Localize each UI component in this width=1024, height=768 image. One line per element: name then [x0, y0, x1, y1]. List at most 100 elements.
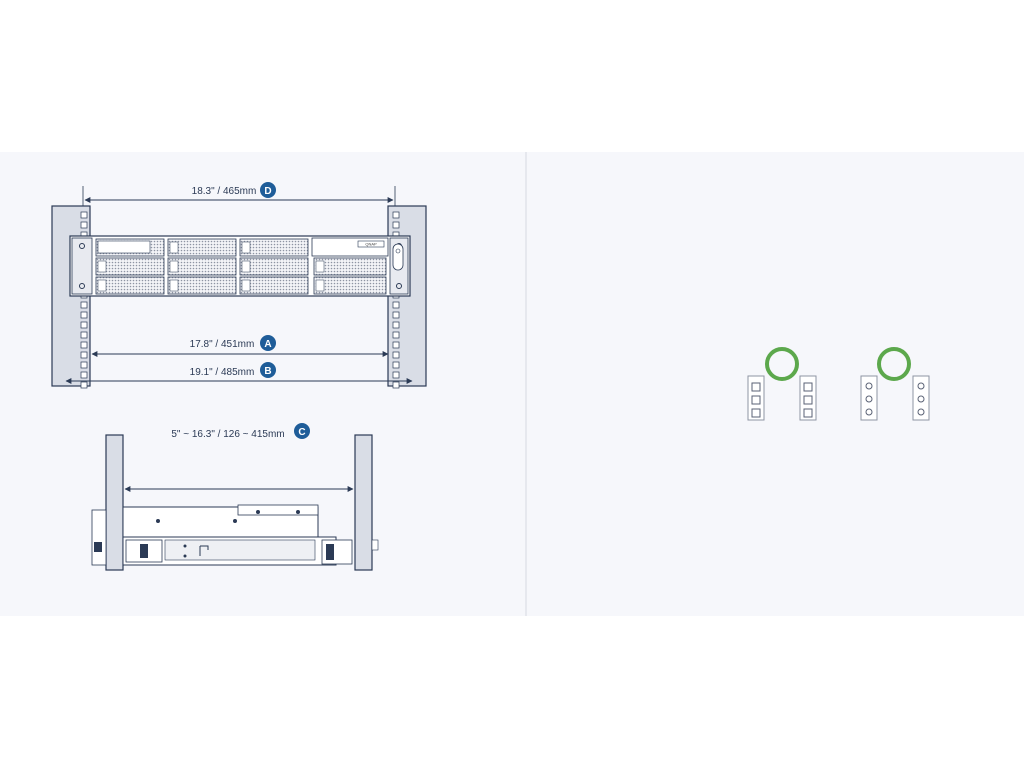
drive-bay [167, 238, 237, 257]
rail-screw [183, 544, 187, 548]
rear-latch [371, 539, 379, 551]
rack-hole [392, 381, 400, 389]
round-hole [917, 408, 925, 416]
panel-divider [525, 152, 527, 616]
compatible-rail-types [747, 347, 930, 421]
ear-screw [79, 283, 85, 289]
round-hole [865, 408, 873, 416]
drive-bay-latch [241, 241, 251, 254]
latch-tab [94, 542, 102, 552]
drive-bay [239, 257, 309, 276]
rail-screw [296, 510, 300, 514]
dim-a-badge [260, 335, 276, 351]
rail-screw [156, 519, 160, 523]
left-rack-ear [71, 237, 93, 295]
rail-screw [233, 519, 237, 523]
rail-slide [164, 539, 316, 561]
rack-hole [80, 371, 88, 379]
rack-hole [80, 361, 88, 369]
dim-d-label: 18.3" / 465mm [192, 186, 257, 197]
rail-bracket [237, 504, 319, 516]
round-hole [917, 395, 925, 403]
square-hole [803, 382, 813, 392]
drive-bay-latch [169, 279, 179, 292]
square-hole [803, 408, 813, 418]
ear-screw [79, 243, 85, 249]
drive-bay [95, 276, 165, 295]
rack-hole [392, 221, 400, 229]
dim-a-label: 17.8" / 451mm [190, 339, 255, 350]
round-hole-rails [860, 347, 930, 421]
rack-hole [392, 351, 400, 359]
dim-c-badge [294, 423, 310, 439]
dim-d-badge-letter: D [264, 186, 271, 197]
round-hole [865, 382, 873, 390]
round-holes [865, 382, 925, 416]
drive-bay-latch [169, 260, 179, 273]
brand-logo-text: QNAP [365, 242, 377, 247]
compatible-check-ring [877, 347, 911, 381]
drive-bay-latch [97, 279, 107, 292]
drive-bay [239, 238, 309, 257]
square-holes [751, 382, 813, 418]
rack-hole [392, 361, 400, 369]
drive-bay [167, 257, 237, 276]
rack-hole [80, 351, 88, 359]
drive-bay [95, 257, 165, 276]
rack-hole [392, 341, 400, 349]
rail-screw [256, 510, 260, 514]
rack-hole [80, 301, 88, 309]
rear-bracket-clip [326, 544, 334, 560]
power-button [392, 243, 404, 271]
drive-bay [313, 257, 387, 276]
rear-rack-post-side [354, 434, 373, 571]
bay-label-area [97, 240, 151, 254]
rack-hole [80, 331, 88, 339]
square-hole [751, 395, 761, 405]
ear-screw [396, 283, 402, 289]
drive-bay [313, 276, 387, 295]
side-view: 5" ~ 16.3" / 126 ~ 415mm C [91, 423, 379, 571]
drive-bay-latch [169, 241, 179, 254]
rack-hole [80, 341, 88, 349]
square-hole-rails [747, 347, 817, 421]
front-latch [91, 509, 107, 566]
dim-c-badge-letter: C [298, 427, 305, 438]
dim-d-badge [260, 182, 276, 198]
drive-bay-latch [315, 279, 325, 292]
front-view: QNAP 18.3" / 465mm D 17.8" / 451mm A 19.… [51, 182, 427, 389]
rack-hole [392, 371, 400, 379]
bracket-clip [140, 544, 148, 558]
brand-logo [357, 240, 385, 248]
drive-bay-latch [315, 260, 325, 273]
front-rack-post-side [105, 434, 124, 571]
nas-chassis: QNAP [69, 235, 411, 297]
rail-screw [183, 554, 187, 558]
square-hole [803, 395, 813, 405]
dim-c-label: 5" ~ 16.3" / 126 ~ 415mm [171, 429, 284, 440]
compatible-check-ring [765, 347, 799, 381]
rail-mark [199, 545, 209, 556]
drive-bay-latch [97, 260, 107, 273]
rack-hole [392, 211, 400, 219]
dim-a-badge-letter: A [264, 339, 271, 350]
rack-hole [80, 211, 88, 219]
round-hole [865, 395, 873, 403]
square-hole [751, 382, 761, 392]
dim-b-badge [260, 362, 276, 378]
drive-bay-latch [241, 279, 251, 292]
rack-hole [392, 331, 400, 339]
rack-hole [80, 311, 88, 319]
square-hole [751, 408, 761, 418]
rack-hole [80, 381, 88, 389]
drive-bay [167, 276, 237, 295]
power-icon [395, 248, 401, 254]
rack-hole [392, 311, 400, 319]
dim-b-badge-letter: B [264, 366, 271, 377]
drive-bay-latch [241, 260, 251, 273]
drive-bays [95, 238, 387, 295]
rack-hole [80, 321, 88, 329]
rack-hole [392, 301, 400, 309]
dim-b-label: 19.1" / 485mm [190, 367, 255, 378]
